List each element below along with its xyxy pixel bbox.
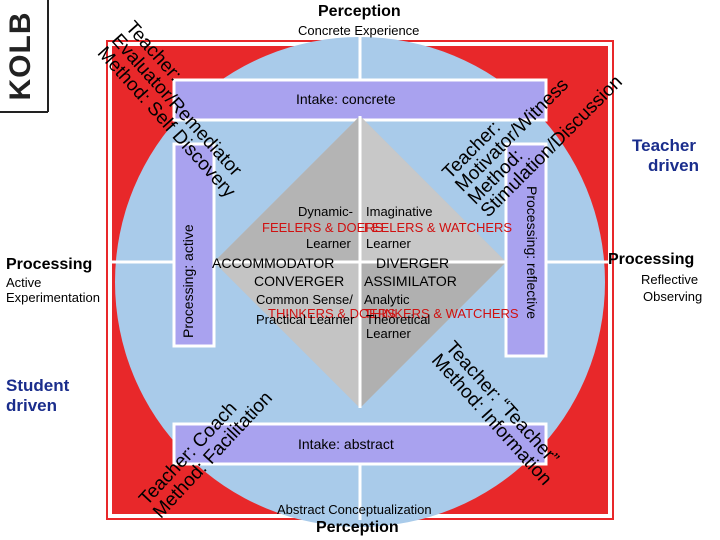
reflective-label: Reflective <box>641 272 699 287</box>
processing-reflective-band <box>504 142 548 358</box>
thinkers-watchers-label: THINKERS & WATCHERS <box>364 306 519 321</box>
perception-top-title: Perception <box>318 3 401 20</box>
observing-label: Observing <box>643 289 703 304</box>
assimilator-label: ASSIMILATOR <box>364 273 457 289</box>
accommodator-label: ACCOMMODATOR <box>212 255 335 271</box>
dynamic-label: Dynamic- <box>298 204 353 219</box>
diamond-top-left <box>214 116 360 262</box>
feelers-watchers-label: FEELERS & WATCHERS <box>364 220 513 235</box>
imaginative-label: Imaginative <box>366 204 433 219</box>
intake-concrete-band <box>172 78 548 122</box>
theoretical-label: Theoretical <box>366 312 431 327</box>
processing-right-title: Processing <box>608 251 695 268</box>
diamond-bottom-right <box>360 262 506 408</box>
common-sense-label: Common Sense/ <box>256 292 353 307</box>
feelers-doers-label: FEELERS & DOERS <box>262 220 384 235</box>
experimentation-label: Experimentation <box>6 290 100 305</box>
teacher-driven-line1: Teacher <box>632 136 696 155</box>
student-driven-line1: Student <box>6 376 70 395</box>
processing-left-title: Processing <box>6 256 93 273</box>
diamond-top-right <box>360 116 506 262</box>
diamond-bottom-left <box>214 262 360 408</box>
intake-concrete-label: Intake: concrete <box>296 91 396 107</box>
processing-active-band <box>172 142 216 348</box>
practical-learner-label: Practical Learner <box>256 312 355 327</box>
processing-reflective-label: Processing: reflective <box>524 186 540 320</box>
teacher-driven-line2: driven <box>648 156 700 175</box>
diverger-label: DIVERGER <box>376 255 450 271</box>
learner2-label: Learner <box>366 236 411 251</box>
intake-abstract-label: Intake: abstract <box>298 436 394 452</box>
abstract-conceptualization-label: Abstract Conceptualization <box>277 502 432 517</box>
converger-label: CONVERGER <box>254 273 345 289</box>
active-label: Active <box>6 275 42 290</box>
processing-active-label: Processing: active <box>180 224 196 338</box>
analytic-label: Analytic <box>364 292 410 307</box>
thinkers-doers-label: THINKERS & DOERS <box>268 306 396 321</box>
concrete-experience-label: Concrete Experience <box>298 23 420 38</box>
perception-bottom-title: Perception <box>316 519 399 536</box>
student-driven-line2: driven <box>6 396 58 415</box>
learner1-label: Learner <box>306 236 351 251</box>
learner3-label: Learner <box>366 326 411 341</box>
